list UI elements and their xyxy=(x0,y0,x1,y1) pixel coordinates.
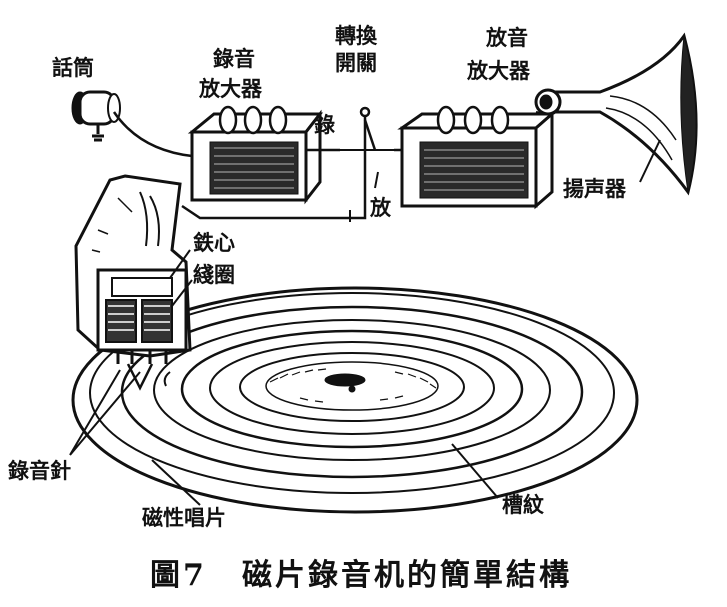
loudspeaker-icon xyxy=(534,32,698,196)
groove-ring xyxy=(239,352,465,422)
iron-core xyxy=(111,277,173,297)
wire-switch-to-head xyxy=(181,204,367,220)
wiring xyxy=(112,99,562,222)
label-iron-core: 鉄心 xyxy=(193,230,235,255)
disc-spindle xyxy=(324,373,366,393)
vacuum-tube xyxy=(218,105,288,135)
label-playback-position: 放 xyxy=(369,195,392,220)
label-record-position: 錄 xyxy=(314,112,335,137)
figure-caption: 磁片錄音机的簡單結構 xyxy=(242,558,572,593)
changeover-switch xyxy=(340,106,394,210)
label-magnetic-disc: 磁性唱片 xyxy=(142,505,226,530)
figure-number: 圖7 xyxy=(150,558,207,593)
leader-lines xyxy=(69,139,661,506)
groove-ring xyxy=(180,329,524,449)
needle-tip xyxy=(126,363,154,391)
groove-ring xyxy=(209,341,495,435)
wire-mic-to-amp xyxy=(112,111,193,158)
magnetic-disc xyxy=(71,286,639,514)
label-playback-amplifier-1: 放音 xyxy=(485,25,528,50)
switch-blade xyxy=(363,119,377,151)
label-microphone: 話筒 xyxy=(52,55,94,80)
playback-amplifier xyxy=(397,105,556,210)
label-loudspeaker: 揚声器 xyxy=(563,176,627,201)
vacuum-tube xyxy=(436,105,510,135)
label-grooves: 槽紋 xyxy=(502,492,544,517)
label-recording-needle: 錄音針 xyxy=(8,458,71,483)
record-amplifier xyxy=(187,105,324,205)
label-switch-2: 開關 xyxy=(335,50,377,75)
groove-ring xyxy=(153,319,551,461)
disc-hatching xyxy=(269,368,437,403)
microphone-icon xyxy=(71,90,121,142)
label-record-amplifier-1: 錄音 xyxy=(213,46,255,71)
label-record-amplifier-2: 放大器 xyxy=(198,76,263,101)
label-playback-amplifier-2: 放大器 xyxy=(466,58,531,83)
recording-head xyxy=(96,268,188,391)
label-switch-1: 轉換 xyxy=(335,23,378,48)
label-coil: 綫圈 xyxy=(193,262,235,287)
wire-amp-to-speaker xyxy=(535,99,562,116)
